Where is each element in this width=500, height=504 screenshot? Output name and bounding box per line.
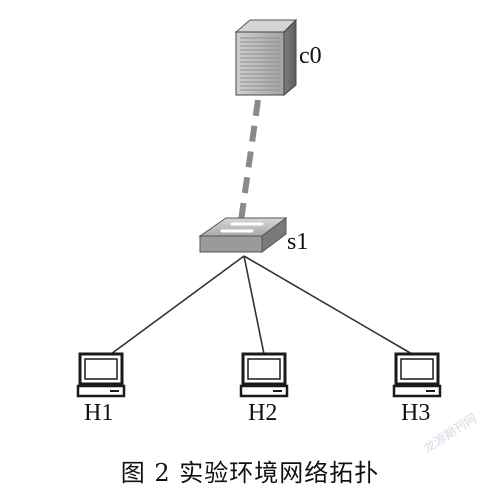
- host-h1-computer-icon: [76, 352, 126, 398]
- figure-caption: 图 2 实验环境网络拓扑: [120, 459, 380, 487]
- switch-label: s1: [287, 229, 309, 255]
- link-s1-h2: [243, 255, 265, 355]
- link-s1-h3: [243, 255, 413, 355]
- host-h3-label: H3: [401, 400, 431, 426]
- controller-label: c0: [299, 43, 322, 69]
- host-h1-label: H1: [84, 400, 114, 426]
- network-switch-icon: [198, 217, 288, 253]
- link-s1-h1: [110, 255, 245, 355]
- link-c0-s1: [237, 99, 261, 229]
- host-h2-computer-icon: [239, 352, 289, 398]
- host-h3-computer-icon: [392, 352, 442, 398]
- host-h2-label: H2: [248, 400, 278, 426]
- server-icon: [234, 18, 298, 97]
